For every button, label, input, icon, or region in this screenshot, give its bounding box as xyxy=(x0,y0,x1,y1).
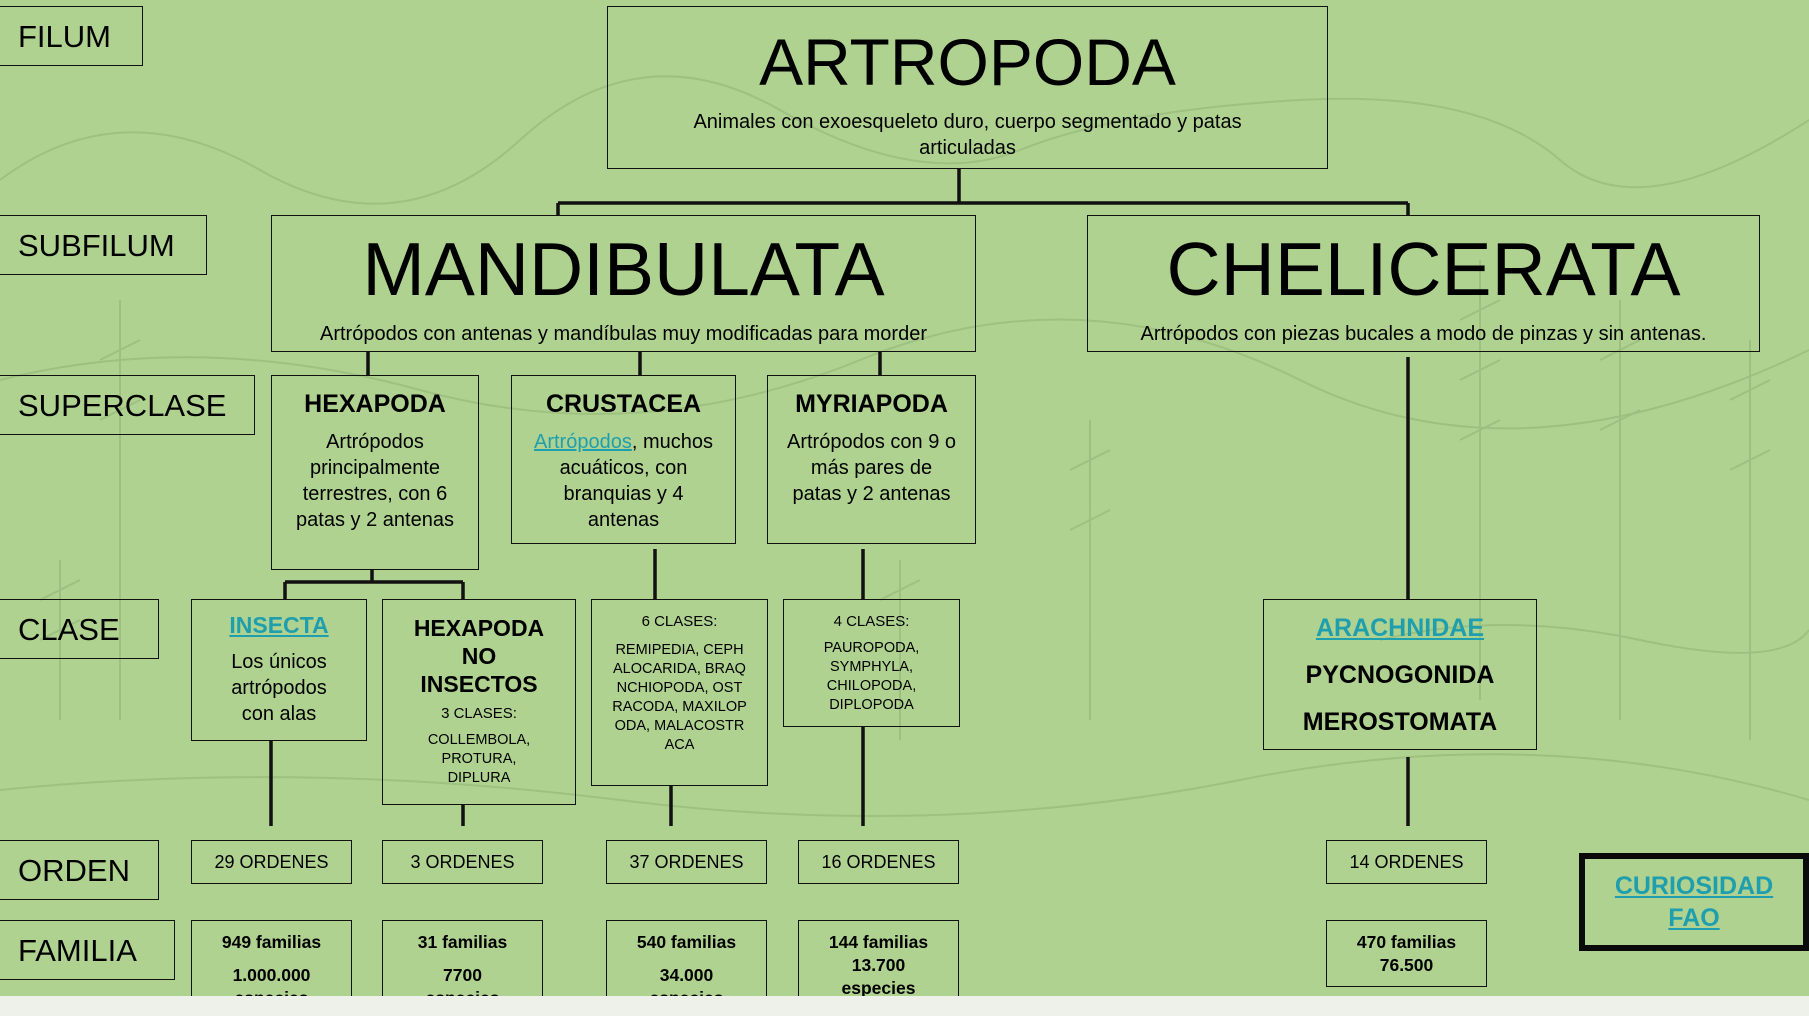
especies-count: 1.000.000 xyxy=(232,965,311,985)
rank-superclase: SUPERCLASE xyxy=(0,375,255,435)
orden-label: 37 ORDENES xyxy=(629,851,744,872)
clase-myriapoda-box: 4 CLASES: PAUROPODA, SYMPHYLA, CHILOPODA… xyxy=(783,599,960,727)
orden-label: 16 ORDENES xyxy=(821,851,936,872)
familia-myriapoda: 144 familias 13.700 especies xyxy=(798,920,959,1008)
orden-myriapoda: 16 ORDENES xyxy=(798,840,959,884)
especies-count: 34.000 xyxy=(659,965,714,985)
orden-label: 29 ORDENES xyxy=(214,851,329,872)
subfilum-mandibulata-box: MANDIBULATA Artrópodos con antenas y man… xyxy=(271,215,976,352)
clase-hexapoda-no-insectos-box: HEXAPODA NO INSECTOS 3 CLASES: COLLEMBOL… xyxy=(382,599,576,805)
bottom-strip xyxy=(0,996,1809,1016)
myriapoda-clases-list: PAUROPODA, SYMPHYLA, CHILOPODA, DIPLOPOD… xyxy=(823,640,920,713)
fao-link[interactable]: FAO xyxy=(1668,904,1720,932)
crustacea-description-wrap: Artrópodos, muchos acuáticos, con branqu… xyxy=(529,429,719,533)
filum-artropoda-box: ARTROPODA Animales con exoesqueleto duro… xyxy=(607,6,1328,169)
rank-filum: FILUM xyxy=(0,6,143,66)
crustacea-clases-count: 6 CLASES: xyxy=(641,613,718,630)
clase-insecta-box: INSECTA Los únicos artrópodos con alas xyxy=(191,599,367,741)
orden-crustacea: 37 ORDENES xyxy=(606,840,767,884)
especies-count: 76.500 xyxy=(1379,955,1434,975)
hexapoda-no-insectos-count: 3 CLASES: xyxy=(441,705,517,722)
clase-chelicerata-box: ARACHNIDAE PYCNOGONIDA MEROSTOMATA xyxy=(1263,599,1537,750)
orden-label: 3 ORDENES xyxy=(410,851,515,872)
especies-label: especies xyxy=(841,978,916,998)
crustacea-title: CRUSTACEA xyxy=(545,390,702,418)
familias-count: 144 familias xyxy=(828,932,929,952)
rank-orden: ORDEN xyxy=(0,840,159,900)
chelicerata-description: Artrópodos con piezas bucales a modo de … xyxy=(1140,323,1707,345)
orden-chelicerata: 14 ORDENES xyxy=(1326,840,1487,884)
subfilum-chelicerata-box: CHELICERATA Artrópodos con piezas bucale… xyxy=(1087,215,1760,352)
curiosidad-link[interactable]: CURIOSIDAD xyxy=(1614,872,1774,900)
rank-label: FILUM xyxy=(18,18,111,54)
filum-title: ARTROPODA xyxy=(759,25,1176,99)
mandibulata-title: MANDIBULATA xyxy=(362,227,885,311)
myriapoda-title: MYRIAPODA xyxy=(795,390,948,418)
orden-insecta: 29 ORDENES xyxy=(191,840,352,884)
rank-label: SUPERCLASE xyxy=(18,387,227,423)
hexapoda-no-insectos-list: COLLEMBOLA, PROTURA, DIPLURA xyxy=(427,732,531,786)
artropodos-link[interactable]: Artrópodos xyxy=(534,430,632,453)
pycnogonida-label: PYCNOGONIDA xyxy=(1305,661,1495,689)
familias-count: 949 familias xyxy=(221,932,322,952)
rank-label: CLASE xyxy=(18,611,120,647)
especies-count: 7700 xyxy=(443,965,482,985)
insecta-link[interactable]: INSECTA xyxy=(229,612,329,638)
familia-chelicerata: 470 familias 76.500 xyxy=(1326,920,1487,987)
hexapoda-description: Artrópodos principalmente terrestres, co… xyxy=(296,430,454,531)
orden-label: 14 ORDENES xyxy=(1349,851,1464,872)
especies-count: 13.700 xyxy=(851,955,906,975)
hexapoda-no-insectos-title: HEXAPODA NO INSECTOS xyxy=(413,615,545,697)
familias-count: 540 familias xyxy=(636,932,737,952)
rank-clase: CLASE xyxy=(0,599,159,659)
clase-crustacea-box: 6 CLASES: REMIPEDIA, CEPHALOCARIDA, BRAQ… xyxy=(591,599,768,786)
hexapoda-title: HEXAPODA xyxy=(304,390,446,418)
superclase-hexapoda-box: HEXAPODA Artrópodos principalmente terre… xyxy=(271,375,479,570)
crustacea-clases-list: REMIPEDIA, CEPHALOCARIDA, BRAQNCHIOPODA,… xyxy=(612,642,747,753)
superclase-myriapoda-box: MYRIAPODA Artrópodos con 9 o más pares d… xyxy=(767,375,976,544)
rank-label: SUBFILUM xyxy=(18,227,175,263)
rank-label: ORDEN xyxy=(18,852,130,888)
filum-description: Animales con exoesqueleto duro, cuerpo s… xyxy=(693,111,1242,159)
familias-count: 31 familias xyxy=(417,932,508,952)
mandibulata-description: Artrópodos con antenas y mandíbulas muy … xyxy=(320,323,927,345)
superclase-crustacea-box: CRUSTACEA Artrópodos, muchos acuáticos, … xyxy=(511,375,736,544)
curiosidad-fao-button[interactable]: CURIOSIDAD FAO xyxy=(1579,853,1809,951)
myriapoda-description: Artrópodos con 9 o más pares de patas y … xyxy=(787,430,956,505)
arachnidae-link[interactable]: ARACHNIDAE xyxy=(1315,614,1485,642)
rank-familia: FAMILIA xyxy=(0,920,175,980)
familias-count: 470 familias xyxy=(1356,932,1457,952)
rank-label: FAMILIA xyxy=(18,932,137,968)
crustacea-description: , muchos acuáticos, con branquias y 4 an… xyxy=(559,430,713,531)
rank-subfilum: SUBFILUM xyxy=(0,215,207,275)
myriapoda-clases-count: 4 CLASES: xyxy=(833,613,910,630)
insecta-description: Los únicos artrópodos con alas xyxy=(231,651,327,725)
orden-hexapoda-no-insectos: 3 ORDENES xyxy=(382,840,543,884)
chelicerata-title: CHELICERATA xyxy=(1166,227,1681,311)
merostomata-label: MEROSTOMATA xyxy=(1302,707,1498,736)
